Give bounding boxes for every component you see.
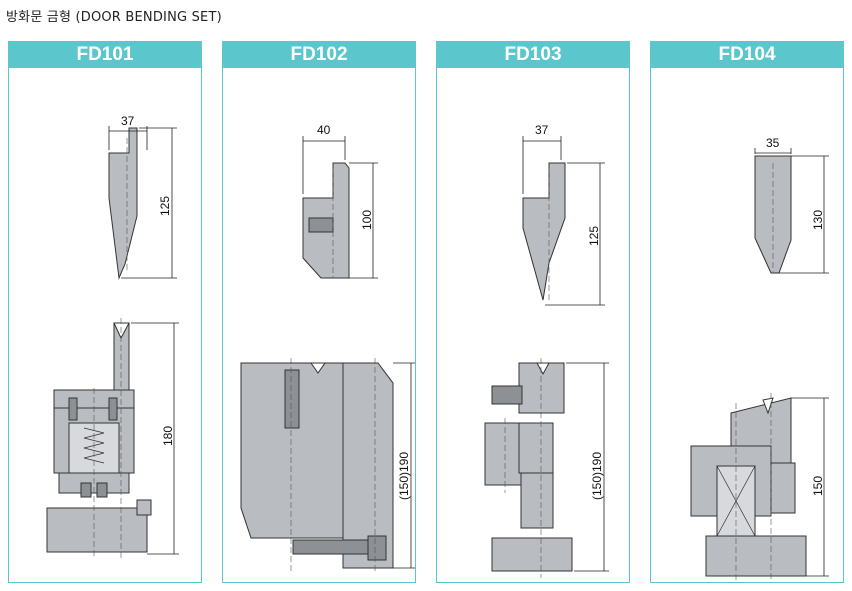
fd104-assembly: [690, 397, 807, 577]
panel-title-fd102: FD102: [223, 42, 415, 68]
panel-title-fd104: FD104: [651, 42, 843, 68]
fd104-drawing: 35 130 150: [690, 136, 829, 580]
panel-title-fd101: FD101: [9, 42, 201, 68]
page-title: 방화문 금형 (DOOR BENDING SET): [6, 10, 222, 25]
fd101-punch-profile: [108, 127, 138, 280]
panel-fd104: FD104 35 130: [650, 41, 844, 583]
fd104-height-label: 130: [811, 210, 825, 230]
fd101-width-dim: [108, 126, 148, 150]
fd104-assembly-label: 150: [811, 476, 825, 496]
fd101-width-label: 37: [121, 114, 135, 128]
panel-title-fd103: FD103: [437, 42, 629, 68]
fd103-width-label: 37: [535, 123, 549, 137]
fd103-assembly: [484, 362, 573, 572]
fd103-punch-profile: [522, 162, 566, 301]
fd104-width-label: 35: [766, 136, 780, 150]
fd102-drawing: 40 100 (150)190: [240, 123, 415, 573]
fd101-assembly: [46, 322, 152, 553]
fd103-assembly-label: (150)190: [590, 452, 604, 500]
fd103-height-label: 125: [587, 226, 601, 246]
fd101-drawing: 37 125: [46, 114, 179, 558]
fd103-drawing: 37 125 (150)190: [484, 123, 609, 578]
fd102-width-label: 40: [317, 123, 331, 137]
fd102-punch-profile: [302, 162, 350, 279]
panel-fd102: FD102 40 100: [222, 41, 416, 583]
panel-fd103: FD103 37 125: [436, 41, 630, 583]
fd102-assembly-label: (150)190: [397, 452, 411, 500]
fd102-assembly: [240, 362, 394, 569]
fd101-height-label: 125: [158, 196, 172, 216]
panel-fd101: FD101 37 125: [8, 41, 202, 583]
fd102-height-label: 100: [360, 210, 374, 230]
fd101-assembly-label: 180: [161, 426, 175, 446]
